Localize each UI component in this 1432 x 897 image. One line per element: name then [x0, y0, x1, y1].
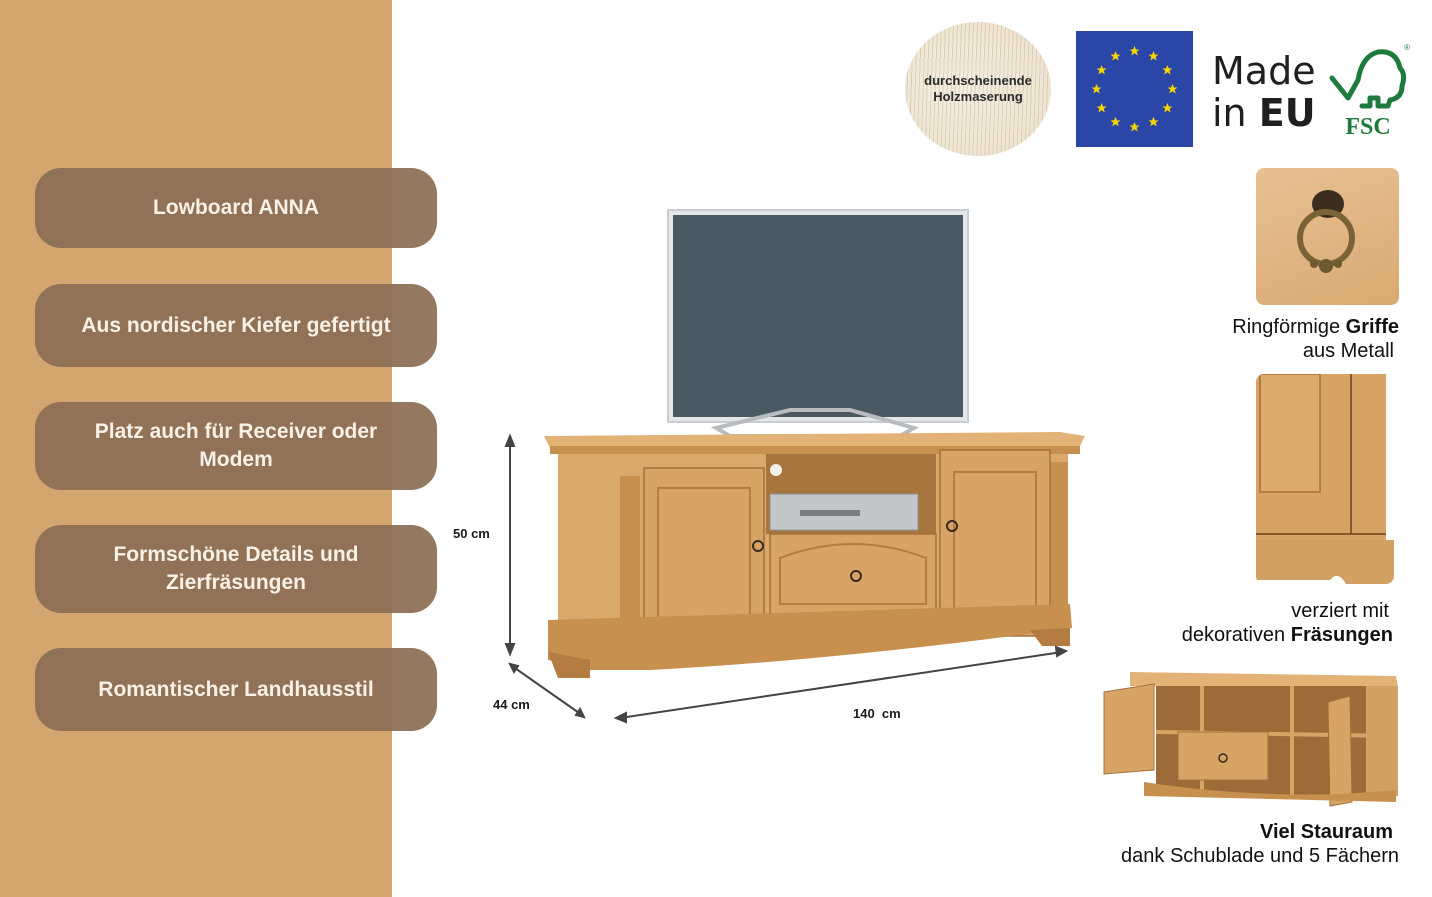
eu-flag-icon	[1076, 31, 1193, 147]
feature-pill-style: Romantischer Landhausstil	[35, 648, 437, 731]
width-dimension-label: 140 cm	[853, 706, 901, 721]
milling-caption: verziert mit dekorativen Fräsungen	[1181, 600, 1393, 646]
wood-grain-line1: durchscheinende	[924, 73, 1032, 88]
feature-label: Lowboard ANNA	[152, 196, 320, 219]
feature-label: Platz auch für Receiver oder Modem	[94, 420, 378, 471]
ring-handle-thumbnail	[1256, 168, 1399, 305]
feature-label: Romantischer Landhausstil	[98, 677, 374, 701]
feature-pill-details: Formschöne Details und Zierfräsungen	[35, 525, 437, 613]
wood-grain-line2: Holzmaserung	[933, 89, 1023, 104]
made-in-eu: EU	[1258, 91, 1316, 135]
fsc-logo-icon: FSC ®	[1326, 42, 1410, 140]
feature-label: Formschöne Details und Zierfräsungen	[113, 543, 359, 594]
svg-text:FSC: FSC	[1345, 114, 1390, 138]
feature-pill-receiver: Platz auch für Receiver oder Modem	[35, 402, 437, 490]
made-in-line1: Made	[1212, 49, 1316, 93]
wood-grain-badge: durchscheinende Holzmaserung	[905, 22, 1051, 156]
svg-text:®: ®	[1404, 43, 1410, 52]
height-dimension-label: 50 cm	[453, 526, 490, 541]
milling-thumbnail	[1256, 374, 1394, 584]
open-lowboard-thumbnail	[1103, 672, 1398, 807]
milling-detail-icon	[1256, 374, 1394, 584]
feature-pill-material: Aus nordischer Kiefer gefertigt	[35, 284, 437, 367]
depth-dimension-label: 44 cm	[493, 697, 530, 712]
lowboard-product-image	[504, 209, 1085, 724]
feature-label: Aus nordischer Kiefer gefertigt	[81, 313, 391, 337]
made-in-prefix: in	[1212, 91, 1259, 135]
dimension-arrows	[504, 433, 1069, 724]
ring-handle-icon	[1297, 190, 1355, 273]
storage-caption: Viel Stauraum dank Schublade und 5 Fäche…	[1121, 821, 1399, 867]
ring-handle-caption: Ringförmige Griffe aus Metall	[1232, 316, 1399, 362]
feature-pill-title: Lowboard ANNA	[35, 168, 437, 248]
made-in-eu-badge: Made in EU	[1212, 50, 1316, 134]
